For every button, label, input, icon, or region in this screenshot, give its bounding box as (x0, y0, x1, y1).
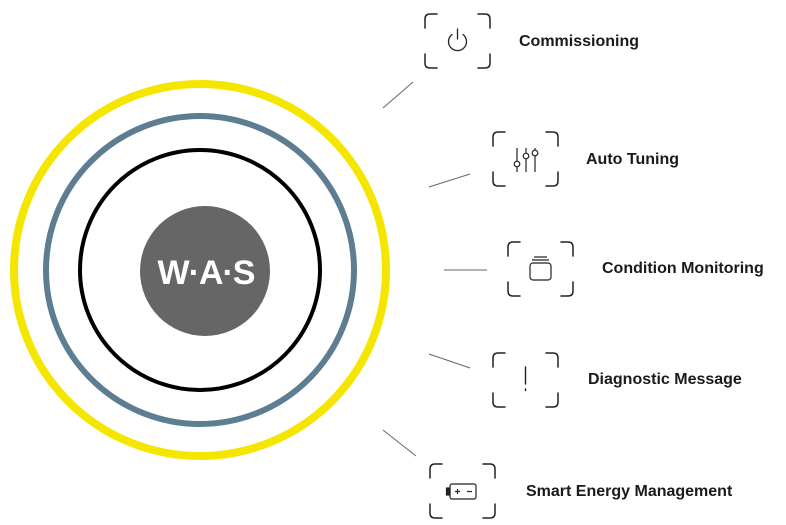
connector-auto-tuning (428, 173, 471, 188)
commissioning-frame (424, 13, 491, 69)
label-condition-monitoring: Condition Monitoring (602, 260, 764, 277)
battery-icon (445, 483, 477, 500)
logo-disc (140, 206, 270, 336)
sliders-icon (513, 148, 539, 172)
inner-ring-black (78, 148, 322, 392)
logo-text: W·A·S (158, 254, 255, 292)
monitor-icon (529, 256, 552, 281)
diagnostic-message-frame (492, 352, 559, 408)
connector-diagnostic-message (428, 353, 471, 369)
condition-monitoring-frame (507, 241, 574, 297)
connector-commissioning (382, 81, 414, 109)
smart-energy-frame (429, 463, 496, 519)
outer-ring-yellow (10, 80, 390, 460)
middle-ring-blue (43, 113, 357, 427)
label-commissioning: Commissioning (519, 33, 640, 50)
auto-tuning-frame (492, 131, 559, 187)
connector-smart-energy (382, 429, 417, 457)
power-icon (447, 28, 468, 52)
label-smart-energy-management: Smart Energy Management (526, 483, 733, 500)
label-auto-tuning: Auto Tuning (586, 151, 679, 168)
label-diagnostic-message: Diagnostic Message (588, 371, 742, 388)
